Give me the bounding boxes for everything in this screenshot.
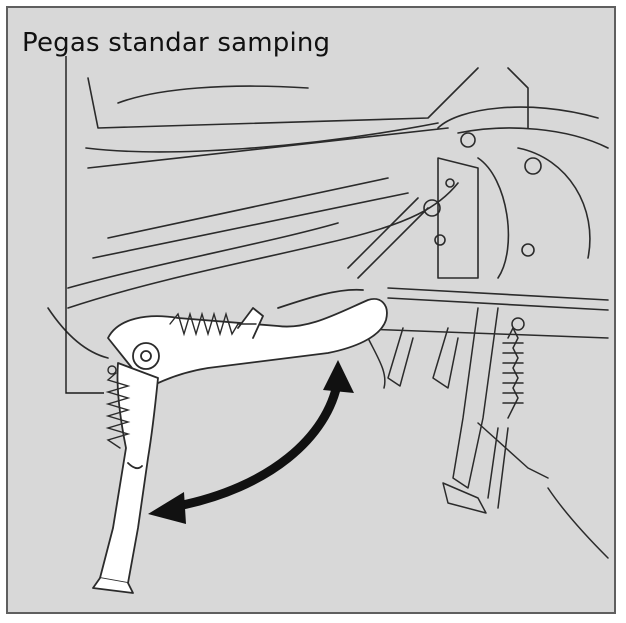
side-stand-spring-label: Pegas standar samping — [22, 28, 331, 58]
label-leader-line — [65, 56, 104, 394]
side-stand-springs — [105, 311, 257, 449]
motorcycle-body — [47, 67, 609, 364]
illustration-background — [8, 8, 614, 612]
side-stand — [92, 288, 388, 594]
center-stand — [337, 307, 609, 559]
sidestand-illustration — [8, 8, 614, 612]
figure-frame: Pegas standar samping — [6, 6, 616, 614]
movement-arrow — [148, 360, 354, 524]
